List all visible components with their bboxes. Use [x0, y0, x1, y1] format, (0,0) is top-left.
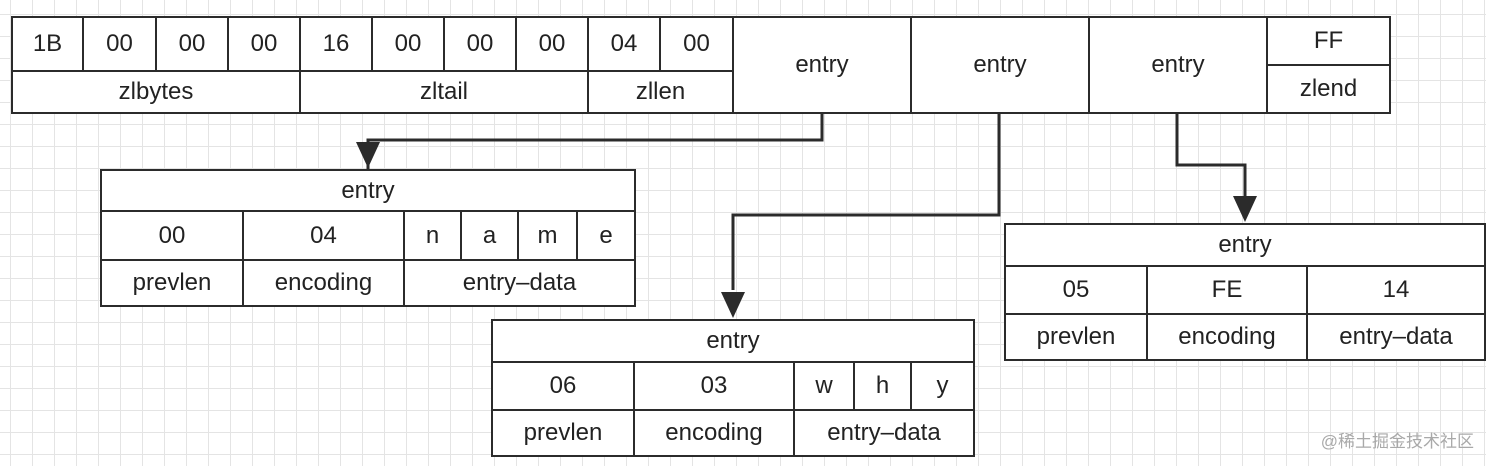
zltail-byte-3: 00	[443, 16, 517, 72]
entry-data-byte-4: e	[576, 210, 636, 261]
zltail-label: zltail	[299, 70, 589, 114]
encoding-label: encoding	[633, 409, 795, 457]
ziplist-entry-3: entry	[1088, 16, 1268, 114]
entry-data-byte-1: w	[793, 361, 855, 411]
zlbytes-byte-1: 1B	[11, 16, 84, 72]
zlend-label: zlend	[1266, 64, 1391, 114]
encoding-label: encoding	[1146, 313, 1308, 361]
arrow-entry3-to-int-entry	[1175, 112, 1247, 196]
entry-data-byte-3: m	[517, 210, 578, 261]
encoding-value: FE	[1146, 265, 1308, 315]
prevlen-label: prevlen	[1004, 313, 1148, 361]
entry-data-byte-2: a	[460, 210, 519, 261]
entry-title: entry	[1004, 223, 1486, 267]
entry-data-label: entry–data	[1306, 313, 1486, 361]
zltail-byte-1: 16	[299, 16, 373, 72]
arrowhead-int-entry	[1233, 196, 1257, 222]
zlbytes-label: zlbytes	[11, 70, 301, 114]
arrow-entry2-to-why-entry	[731, 112, 1001, 290]
prevlen-value: 00	[100, 210, 244, 261]
arrowhead-name-entry	[356, 142, 380, 168]
arrow-entry1-to-name-entry	[366, 112, 824, 170]
prevlen-value: 06	[491, 361, 635, 411]
zllen-byte-1: 04	[587, 16, 661, 72]
zlend-byte: FF	[1266, 16, 1391, 66]
prevlen-label: prevlen	[100, 259, 244, 307]
ziplist-entry-2: entry	[910, 16, 1090, 114]
zllen-byte-2: 00	[659, 16, 734, 72]
zltail-byte-4: 00	[515, 16, 589, 72]
watermark: @稀土掘金技术社区	[1320, 432, 1474, 451]
entry-data-byte-2: h	[853, 361, 912, 411]
prevlen-label: prevlen	[491, 409, 635, 457]
entry-data-label: entry–data	[793, 409, 975, 457]
zllen-label: zllen	[587, 70, 734, 114]
ziplist-entry-1: entry	[732, 16, 912, 114]
encoding-label: encoding	[242, 259, 405, 307]
entry-data-byte-1: n	[403, 210, 462, 261]
zlbytes-byte-3: 00	[155, 16, 229, 72]
entry-data-value: 14	[1306, 265, 1486, 315]
zlbytes-byte-2: 00	[82, 16, 157, 72]
entry-data-label: entry–data	[403, 259, 636, 307]
arrowhead-why-entry	[721, 292, 745, 318]
prevlen-value: 05	[1004, 265, 1148, 315]
entry-data-byte-3: y	[910, 361, 975, 411]
zlbytes-byte-4: 00	[227, 16, 301, 72]
entry-title: entry	[491, 319, 975, 363]
encoding-value: 03	[633, 361, 795, 411]
entry-title: entry	[100, 169, 636, 212]
zltail-byte-2: 00	[371, 16, 445, 72]
encoding-value: 04	[242, 210, 405, 261]
